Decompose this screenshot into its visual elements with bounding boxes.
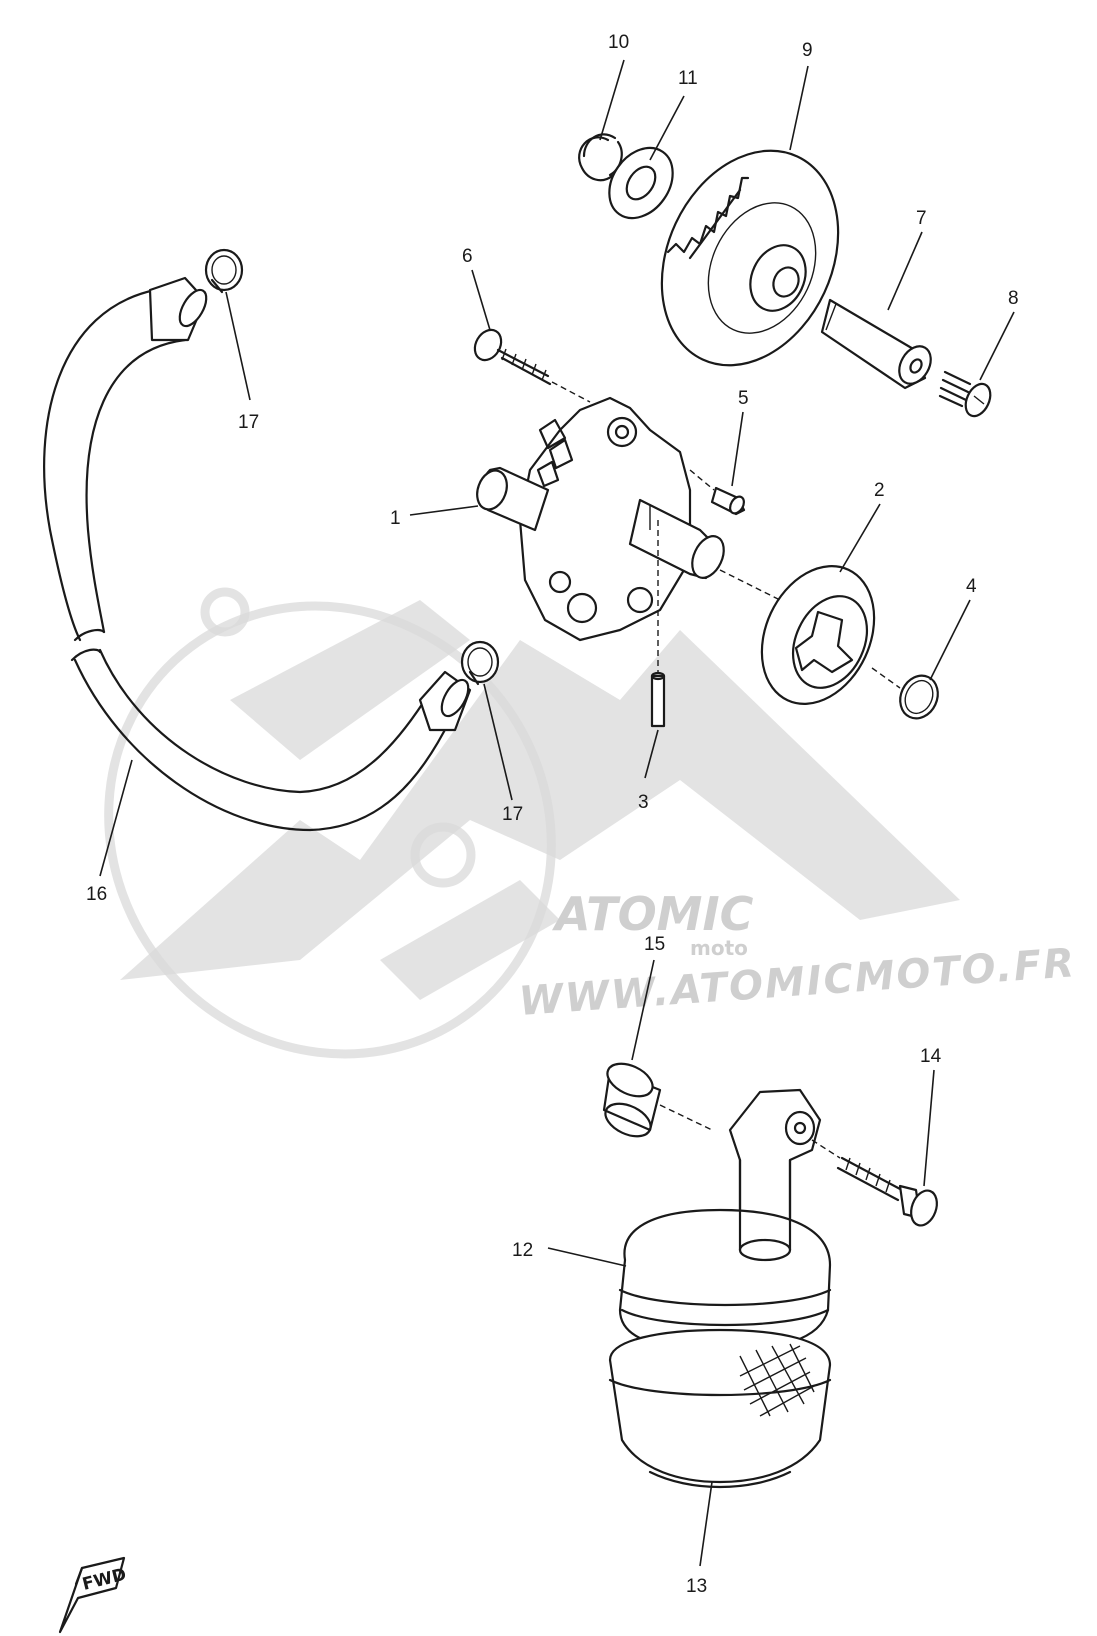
hose-clamp-top [204,248,244,294]
callout-11: 11 [678,68,698,89]
callout-12: 12 [512,1240,533,1261]
gear-shaft [820,298,932,390]
callout-10: 10 [608,32,629,53]
o-ring [871,667,939,720]
pump-rotor [719,565,876,705]
callout-17-top: 17 [238,412,259,433]
gear-screw [938,370,992,418]
oil-pump-body [476,396,725,642]
watermark-logo: ATOMIC [552,887,754,941]
callout-13: 13 [686,1576,707,1597]
callout-5: 5 [738,388,749,409]
fwd-arrow-icon: FWD [58,1556,128,1634]
callout-2: 2 [874,480,885,501]
pump-pin [650,520,666,728]
oil-strainer [608,1088,832,1489]
callout-4: 4 [966,576,977,597]
pump-bolt [473,328,591,403]
watermark-url: WWW.ATOMICMOTO.FR [517,940,1077,1025]
callout-16: 16 [86,884,107,905]
drive-gear [660,149,840,367]
strainer-mesh [739,1343,815,1417]
watermark-sub: moto [690,936,748,960]
oil-hose [43,276,472,832]
strainer-collar [602,1062,713,1138]
callout-9: 9 [802,40,813,61]
circlip [578,133,623,182]
leader-lines [99,59,1015,1567]
strainer-bolt [811,1139,938,1227]
callout-1: 1 [390,508,401,529]
callout-15: 15 [644,934,665,955]
callout-17-bottom: 17 [502,804,523,825]
hose-clamp-bottom [460,640,500,686]
dowel-pin [689,469,746,516]
callouts: 10 11 9 7 8 6 5 1 2 4 3 17 17 16 15 14 1… [86,32,1019,1597]
callout-6: 6 [462,246,473,267]
callout-8: 8 [1008,288,1019,309]
callout-3: 3 [638,792,649,813]
callout-7: 7 [916,208,927,229]
callout-14: 14 [920,1046,942,1067]
washer [608,146,674,220]
